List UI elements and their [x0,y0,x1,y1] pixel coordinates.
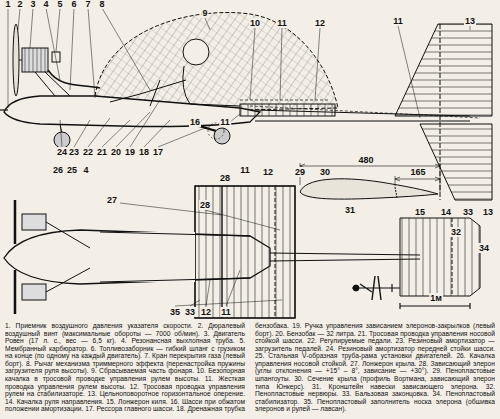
callout-number: 33 [462,207,474,217]
callout-number: 5 [56,0,63,9]
callout-number: 2 [16,0,23,9]
pilot-body [110,66,240,106]
callout-number: 1 [4,0,11,9]
dimension: 1м [429,293,443,303]
callout-number: 13 [464,16,476,26]
callout-number: 11 [276,18,288,28]
rudder [420,124,492,200]
fin [395,24,492,116]
callout-number: 24 [56,147,68,157]
callout-number: 14 [440,207,452,217]
callout-number: 9 [201,8,208,18]
exhaust-pipe [48,70,100,88]
callout-number: 28 [199,200,211,210]
callout-number: 35 [169,307,181,317]
callout-number: 6 [70,0,77,9]
callout-number: 26 [52,165,64,175]
scale-bar [400,303,470,309]
dimension: 480 [357,155,374,165]
dimension: 165 [409,167,426,177]
callout-number: 25 [66,165,78,175]
callout-number: 32 [450,227,462,237]
callout-number: 30 [319,167,331,177]
callout-number: 19 [124,147,136,157]
callout-number: 15 [414,207,426,217]
callout-number: 11 [239,165,251,175]
engine-frame [35,72,70,96]
callout-number: 31 [344,205,356,215]
callout-number: 16 [189,117,201,127]
engine-left [22,214,46,230]
fuselage-side [4,96,260,127]
callout-number: 28 [219,173,231,183]
wing-root [240,104,335,116]
canopy [95,13,338,110]
callout-number: 34 [478,243,490,253]
callout-number: 10 [249,18,261,28]
callout-number: 11 [219,117,231,127]
callout-number: 12 [262,167,274,177]
stabilizer [400,218,480,296]
silhouette [352,276,400,300]
callout-number: 11 [392,16,404,26]
tail-boom-top [270,253,420,261]
callout-number: 21 [96,147,108,157]
callout-number: 22 [82,147,94,157]
dimension-line [395,176,440,186]
callout-number: 29 [294,167,306,177]
engine-right [22,284,46,300]
callout-number: 8 [98,0,105,9]
callout-number: 11 [220,307,232,317]
callout-number: 18 [138,147,150,157]
pilot-head [183,39,209,65]
wing-section [300,179,438,199]
propellers-top [14,200,17,314]
callout-number: 27 [106,195,118,205]
wing-top [195,186,295,318]
callout-number: 20 [110,147,122,157]
callout-number: 4 [42,0,49,9]
callout-number: 12 [314,18,326,28]
callout-number: 23 [68,147,80,157]
callout-number: 17 [152,147,164,157]
propeller [13,24,19,96]
callout-number: 33 [184,307,196,317]
wing-spar [221,186,222,318]
engine [22,48,48,72]
dimension-line [300,163,440,192]
callout-number: 7 [84,0,91,9]
callout-number: 12 [200,307,212,317]
v-frame [46,222,90,292]
callout-number: 3 [29,0,36,9]
callout-number: 13 [482,207,494,217]
caption: 1. Приемник воздушного давления указател… [5,322,495,417]
callout-number: 4 [82,165,89,175]
